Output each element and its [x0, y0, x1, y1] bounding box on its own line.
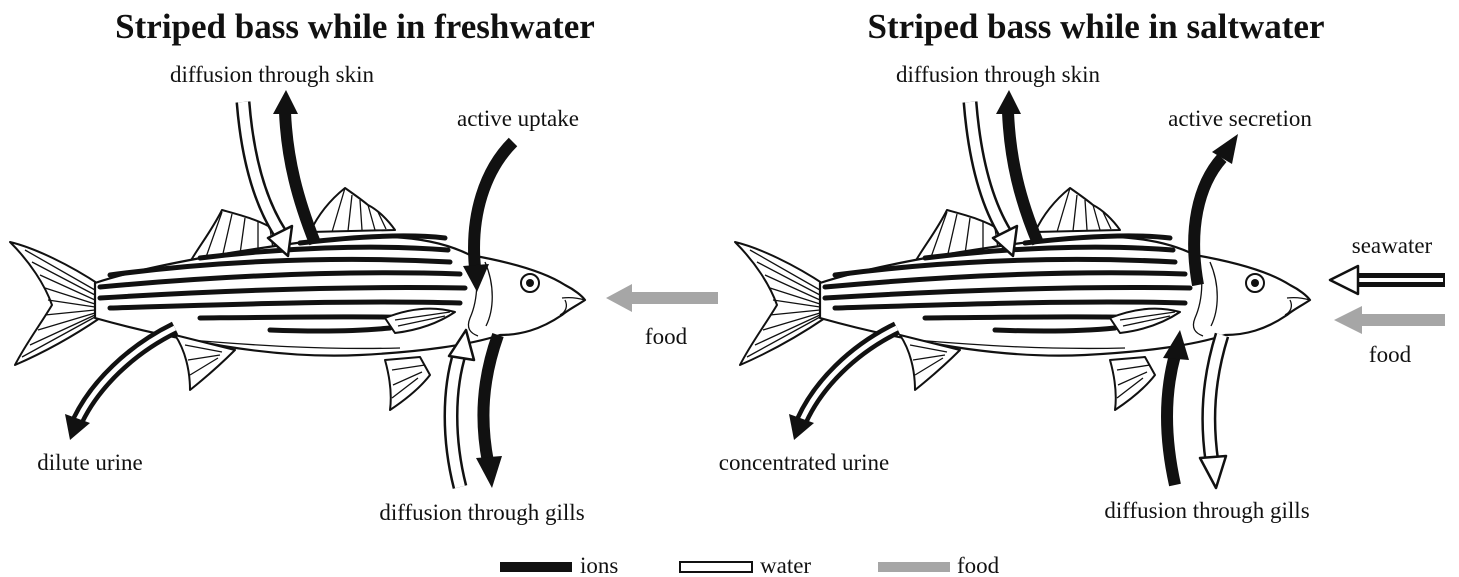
legend-label-food: food: [957, 553, 1000, 577]
legend-label-ions: ions: [580, 553, 618, 577]
label-gill-diffusion: diffusion through gills: [379, 500, 584, 525]
panel-freshwater: Striped bass while in freshwater diffusi…: [10, 7, 718, 525]
food-arrow-in: [1334, 306, 1445, 334]
label-gill-diffusion: diffusion through gills: [1104, 498, 1309, 523]
water-arrow-gills-in: [449, 330, 474, 487]
legend-swatch-food: [878, 562, 950, 572]
label-food: food: [1369, 342, 1412, 367]
label-dilute-urine: dilute urine: [37, 450, 142, 475]
label-skin-diffusion: diffusion through skin: [896, 62, 1101, 87]
label-active-secretion: active secretion: [1168, 106, 1312, 131]
urine-arrow-dilute: [65, 328, 175, 440]
saltwater-title: Striped bass while in saltwater: [868, 7, 1325, 46]
label-skin-diffusion: diffusion through skin: [170, 62, 375, 87]
ion-arrow-gills-out: [476, 335, 502, 488]
legend-item-ions: ions: [500, 553, 618, 577]
label-food: food: [645, 324, 688, 349]
legend-item-water: water: [680, 553, 811, 577]
legend-swatch-ions: [500, 562, 572, 572]
label-seawater: seawater: [1352, 233, 1433, 258]
food-arrow-in: [606, 284, 718, 312]
ion-arrow-gills-in: [1163, 330, 1189, 485]
legend: ions water food: [500, 553, 1000, 577]
freshwater-title: Striped bass while in freshwater: [115, 7, 595, 46]
label-active-uptake: active uptake: [457, 106, 579, 131]
seawater-arrow-in: [1330, 266, 1445, 294]
label-concentrated-urine: concentrated urine: [719, 450, 890, 475]
water-arrow-gills-out: [1200, 335, 1226, 488]
urine-arrow-concentrated: [789, 328, 897, 440]
legend-label-water: water: [760, 553, 811, 577]
striped-bass-illustration: [10, 188, 585, 410]
striped-bass-illustration: [735, 188, 1310, 410]
legend-swatch-water: [680, 562, 752, 572]
panel-saltwater: Striped bass while in saltwater diffusio…: [719, 7, 1445, 523]
legend-item-food: food: [878, 553, 1000, 577]
